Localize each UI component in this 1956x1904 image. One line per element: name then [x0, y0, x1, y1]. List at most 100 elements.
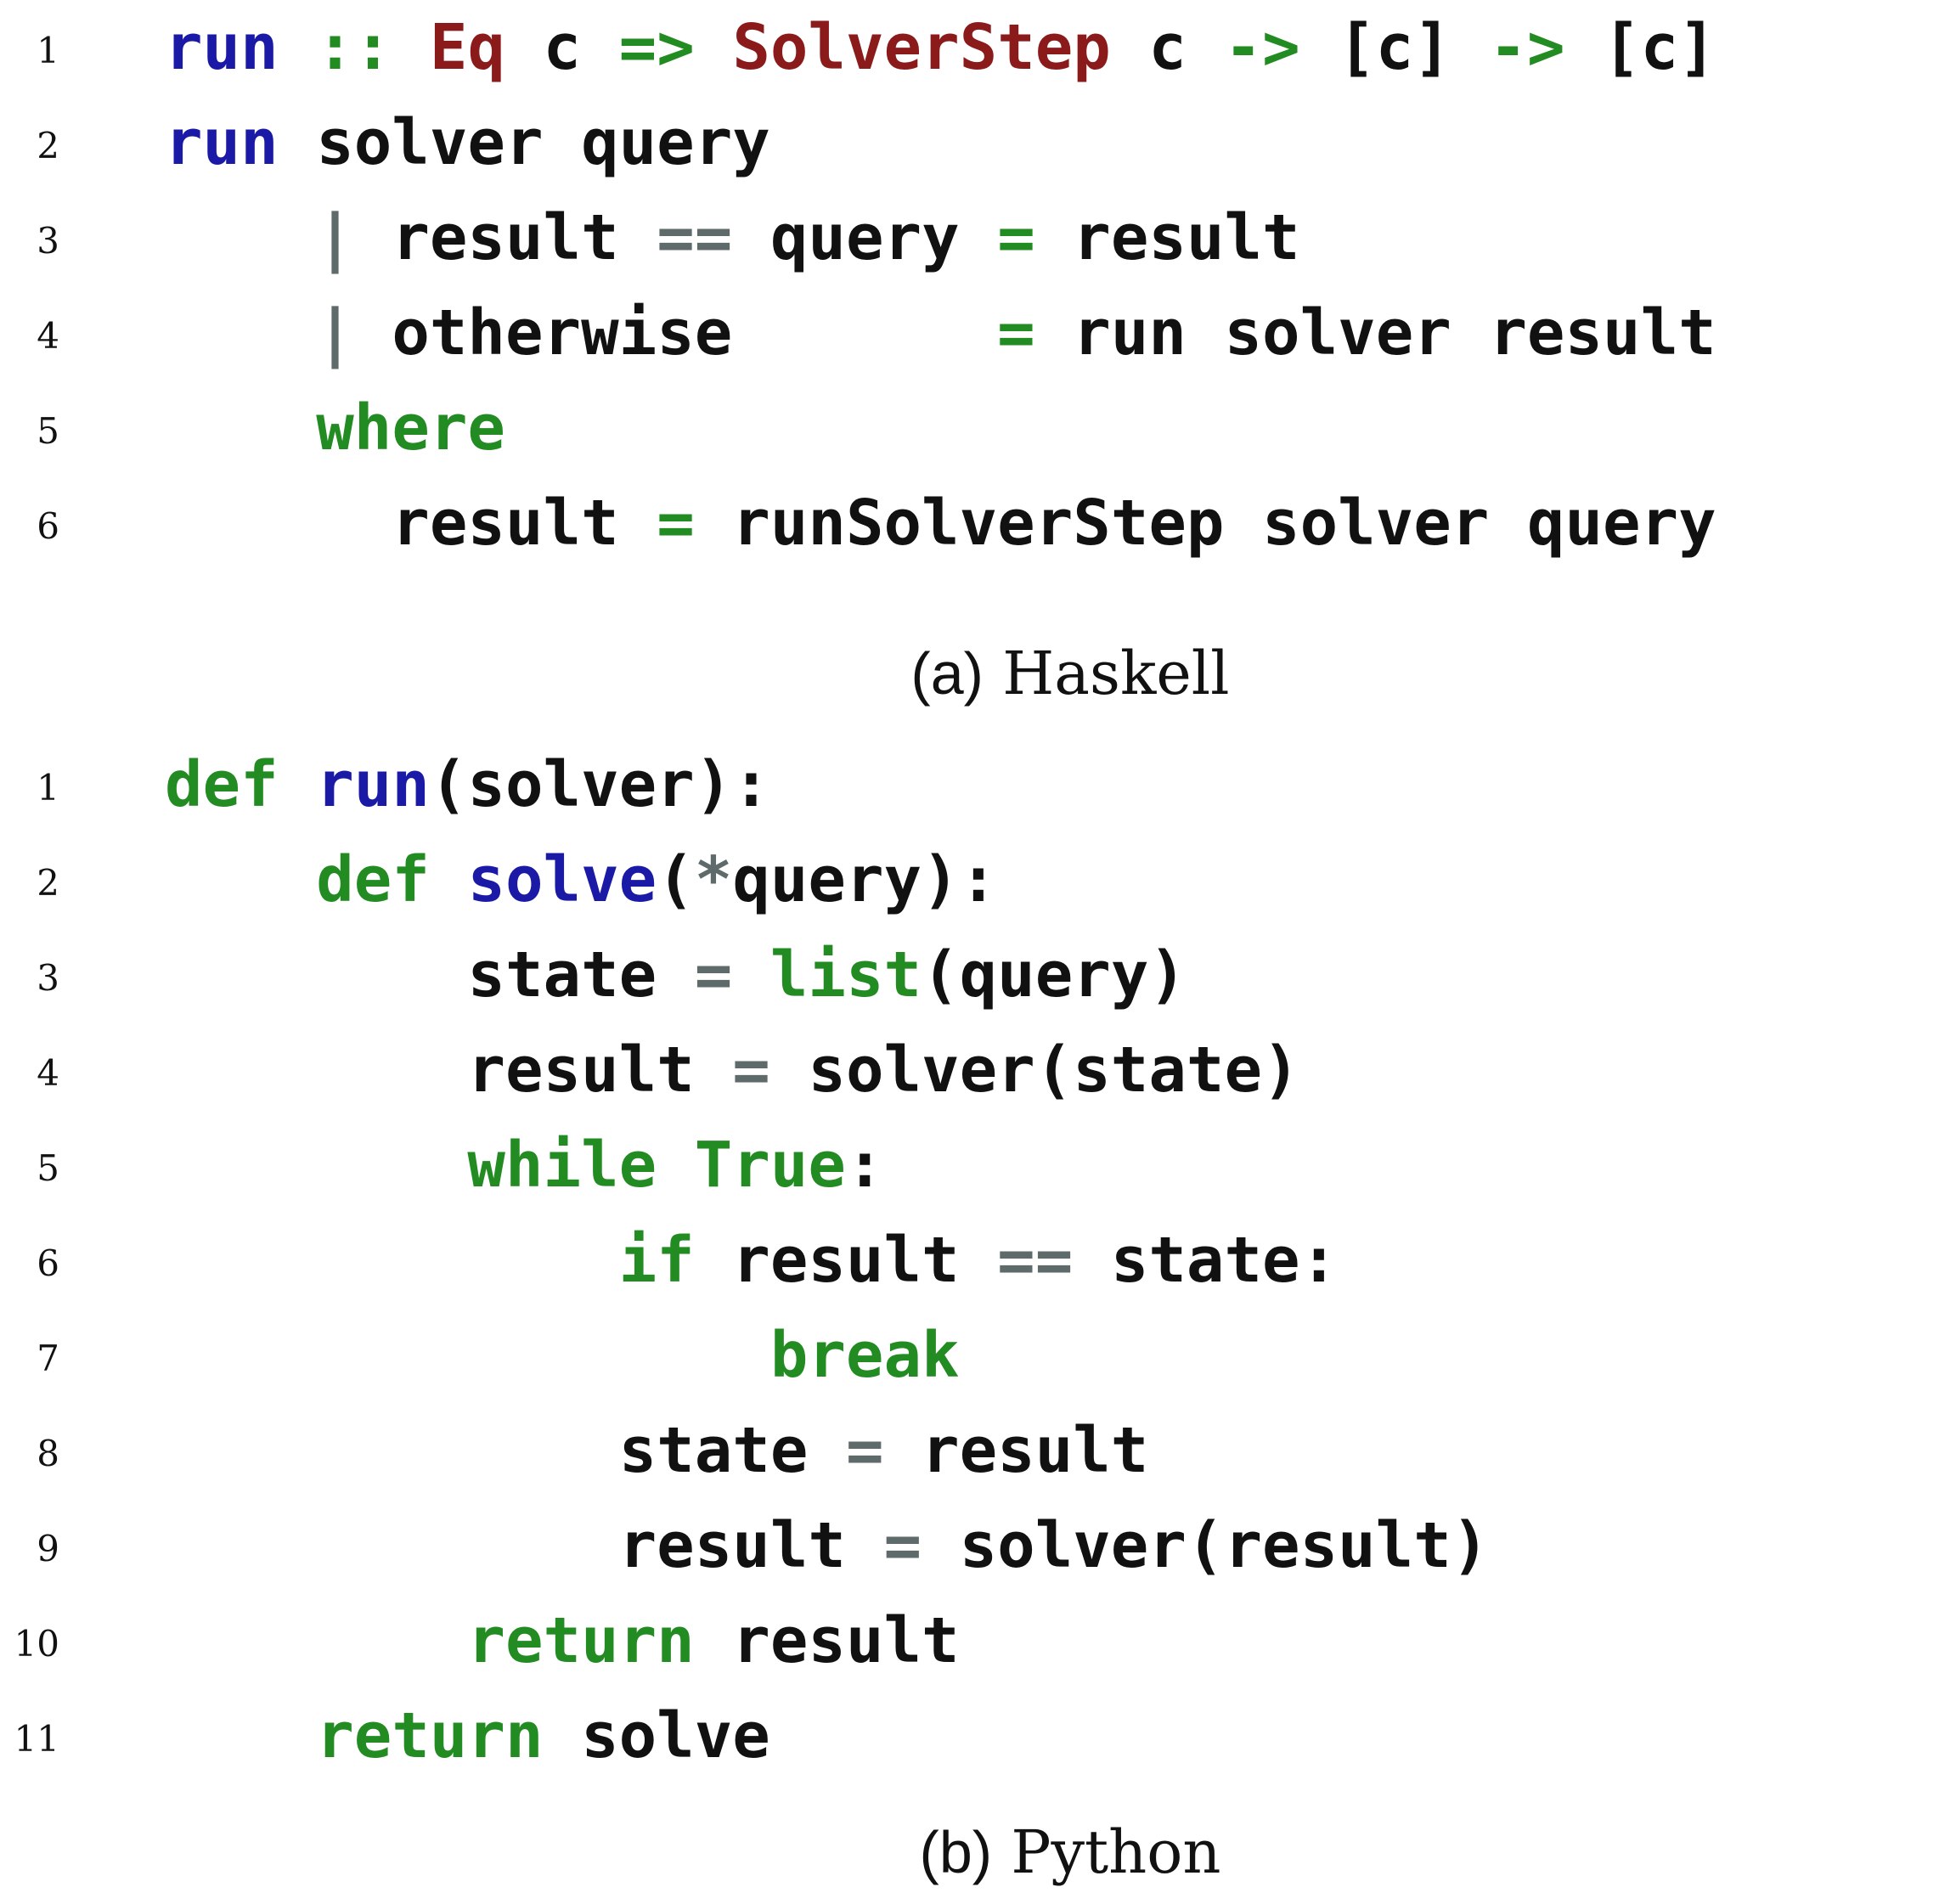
code-token: result	[353, 201, 657, 274]
code-token: Eq	[429, 11, 505, 84]
code-token: ==	[997, 1224, 1074, 1297]
code-text: def run(solver):	[165, 737, 770, 832]
line-number: 1	[37, 767, 59, 808]
code-token: [c]	[1299, 11, 1490, 84]
code-token: solver(state)	[769, 1034, 1300, 1107]
line-number: 8	[37, 1433, 59, 1474]
line-number: 5	[37, 410, 59, 452]
code-token: while	[467, 1129, 657, 1202]
code-text: return solve	[165, 1688, 770, 1783]
code-token: |	[316, 201, 354, 274]
code-line: 2 def solve(*query):	[0, 832, 1956, 927]
code-token	[732, 938, 770, 1011]
code-text: result = solver(result)	[165, 1498, 1490, 1593]
code-text: state = list(query)	[165, 927, 1187, 1022]
code-token: run	[316, 748, 430, 821]
code-token: =	[883, 1509, 922, 1582]
code-token: (	[657, 843, 695, 916]
line-number: 5	[37, 1147, 59, 1189]
line-number: 11	[14, 1718, 59, 1760]
code-token: =	[845, 1414, 884, 1487]
code-text: run solver query	[165, 95, 770, 190]
code-token: run	[165, 106, 279, 179]
python-caption: (b) Python	[0, 1817, 1956, 1887]
code-line: 4 | otherwise = run solver result	[0, 285, 1956, 380]
code-token: ==	[657, 201, 733, 274]
code-token: result	[165, 1509, 884, 1582]
code-token: result	[1034, 201, 1300, 274]
code-token: list	[769, 938, 922, 1011]
code-line: 11 return solve	[0, 1688, 1956, 1783]
caption-tag: (a)	[910, 640, 984, 707]
code-token: where	[316, 392, 505, 465]
line-number: 1	[37, 30, 59, 71]
code-token: c	[1110, 11, 1225, 84]
code-token: =	[997, 201, 1035, 274]
code-line: 1 def run(solver):	[0, 737, 1956, 832]
code-token: run	[165, 11, 279, 84]
code-token: *	[694, 843, 733, 916]
code-text: result = runSolverStep solver query	[165, 476, 1716, 571]
code-token	[165, 1224, 619, 1297]
line-number: 9	[37, 1528, 59, 1569]
caption-text: Haskell	[1002, 639, 1230, 708]
code-token: break	[769, 1319, 960, 1392]
code-token: state	[165, 1414, 846, 1487]
code-token: result	[165, 487, 657, 560]
code-token: result	[694, 1224, 998, 1297]
code-token	[165, 392, 316, 465]
code-token	[165, 1319, 770, 1392]
code-token: |	[316, 296, 354, 369]
code-token: =	[997, 296, 1035, 369]
code-token	[657, 1129, 695, 1202]
code-token: :	[845, 1129, 884, 1202]
code-text: | otherwise = run solver result	[165, 285, 1716, 380]
code-text: | result == query = result	[165, 190, 1300, 285]
code-token: [c]	[1564, 11, 1716, 84]
code-token	[695, 11, 733, 84]
code-line: 5 while True:	[0, 1118, 1956, 1213]
code-token	[392, 11, 430, 84]
code-text: where	[165, 380, 505, 476]
code-token	[165, 1604, 467, 1677]
line-number: 7	[37, 1338, 59, 1379]
line-number: 4	[37, 315, 59, 357]
caption-tag: (b)	[919, 1819, 993, 1885]
code-token: True	[694, 1129, 846, 1202]
code-text: while True:	[165, 1118, 884, 1213]
code-token: def	[316, 843, 430, 916]
code-token: =>	[618, 11, 695, 84]
code-token: state:	[1073, 1224, 1339, 1297]
code-token: def	[165, 748, 279, 821]
code-token: =	[694, 938, 733, 1011]
code-token: =	[732, 1034, 770, 1107]
line-number: 6	[37, 505, 59, 547]
code-token: (query)	[922, 938, 1187, 1011]
code-token	[165, 296, 316, 369]
code-token: ->	[1489, 11, 1565, 84]
code-token: run solver result	[1034, 296, 1716, 369]
code-token	[165, 1699, 316, 1772]
line-number: 3	[37, 220, 59, 262]
code-text: def solve(*query):	[165, 832, 997, 927]
code-token: ->	[1224, 11, 1300, 84]
line-number: 3	[37, 957, 59, 999]
code-line: 4 result = solver(state)	[0, 1022, 1956, 1118]
code-text: return result	[165, 1593, 959, 1688]
code-token: SolverStep	[732, 11, 1111, 84]
code-line: 7 break	[0, 1308, 1956, 1403]
code-token: c	[505, 11, 619, 84]
caption-text: Python	[1011, 1817, 1221, 1887]
code-token: =	[657, 487, 695, 560]
code-line: 3 state = list(query)	[0, 927, 1956, 1022]
code-token	[165, 843, 316, 916]
code-token	[279, 748, 317, 821]
code-token: ::	[316, 11, 392, 84]
code-line: 9 result = solver(result)	[0, 1498, 1956, 1593]
line-number: 4	[37, 1052, 59, 1094]
code-token	[430, 843, 468, 916]
code-token: result	[165, 1034, 733, 1107]
code-token: if	[618, 1224, 695, 1297]
line-number: 2	[37, 862, 59, 904]
